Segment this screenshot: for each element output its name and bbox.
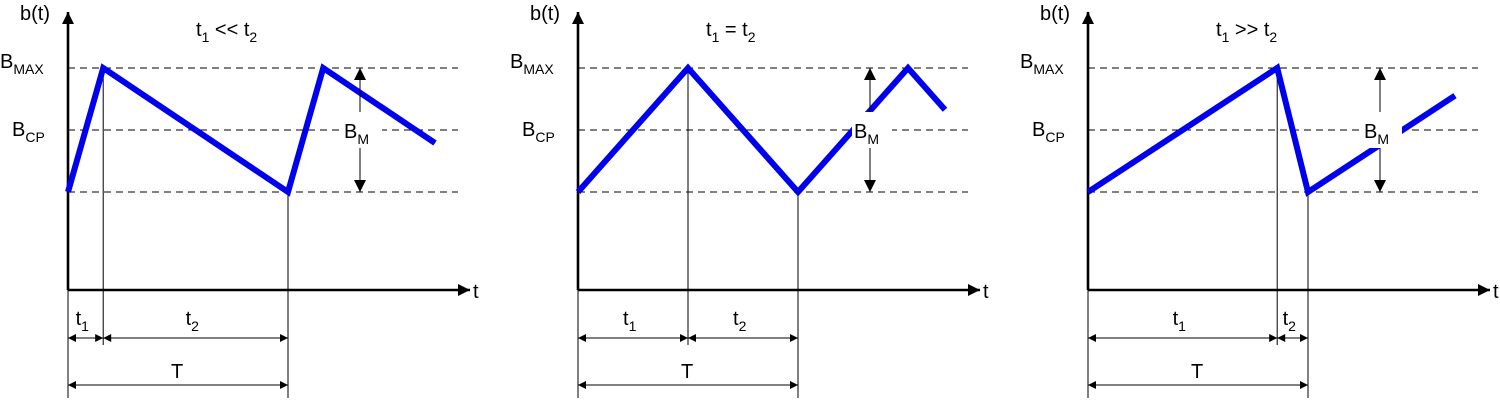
t1-label: t1	[1173, 308, 1187, 334]
period-label: T	[681, 361, 693, 383]
t1-label: t1	[76, 308, 90, 334]
t2-label-main: t	[733, 308, 739, 330]
period-label: T	[171, 361, 183, 383]
panel-title-part: 1	[712, 29, 720, 45]
panel-title-part: 1	[1222, 29, 1230, 45]
t1-label-sub: 1	[1178, 318, 1186, 334]
bm-label-background	[852, 112, 892, 148]
bcp-label-main: B	[522, 119, 535, 141]
bcp-label: BCP	[12, 119, 45, 145]
bmax-label-sub: MAX	[523, 61, 554, 77]
y-axis-label: b(t)	[20, 3, 50, 25]
panel-title-part: 1	[202, 29, 210, 45]
t-axis-label: t	[1493, 281, 1499, 303]
t2-label-main: t	[186, 308, 192, 330]
t2-label: t2	[1283, 308, 1297, 334]
bm-label-sub: M	[867, 131, 879, 147]
t1-label-main: t	[76, 308, 82, 330]
bm-label-background	[1362, 112, 1402, 148]
t-axis-label: t	[983, 281, 989, 303]
t-axis-label: t	[473, 281, 479, 303]
bmax-label: BMAX	[0, 51, 44, 77]
panel-title-part: 2	[249, 29, 257, 45]
t2-label: t2	[186, 308, 200, 334]
t2-label: t2	[733, 308, 747, 334]
bm-label-main: B	[344, 121, 357, 143]
y-axis-label: b(t)	[530, 3, 560, 25]
panel-title-part: t	[1216, 19, 1222, 41]
t2-label-sub: 2	[739, 318, 747, 334]
t2-label-sub: 2	[1288, 318, 1296, 334]
t1-label: t1	[623, 308, 637, 334]
bm-label-main: B	[1364, 121, 1377, 143]
bmax-label: BMAX	[510, 51, 554, 77]
bm-label-main: B	[854, 121, 867, 143]
bcp-label: BCP	[522, 119, 555, 145]
t1-label-sub: 1	[629, 318, 637, 334]
bm-label: BM	[344, 121, 369, 147]
panel-title-part: 2	[1269, 29, 1277, 45]
bmax-label-sub: MAX	[1033, 61, 1064, 77]
bcp-label: BCP	[1032, 119, 1065, 145]
t1-label-main: t	[623, 308, 629, 330]
bcp-label-main: B	[12, 119, 25, 141]
bcp-label-sub: CP	[1045, 129, 1064, 145]
panel-title: t1 >> t2	[1216, 19, 1277, 45]
bm-label: BM	[854, 121, 879, 147]
t1-label-main: t	[1173, 308, 1179, 330]
panel-title-part: t	[196, 19, 202, 41]
t2-label-main: t	[1283, 308, 1289, 330]
panel-title-part: 2	[748, 29, 756, 45]
bm-label-sub: M	[1377, 131, 1389, 147]
panel-title: t1 = t2	[706, 19, 756, 45]
t1-label-sub: 1	[81, 318, 89, 334]
flux-waveform	[575, 63, 948, 197]
bmax-label-main: B	[510, 51, 523, 73]
bmax-label-main: B	[1020, 51, 1033, 73]
bmax-label: BMAX	[1020, 51, 1064, 77]
bm-label: BM	[1364, 121, 1389, 147]
panel-title-part: = t	[719, 19, 748, 41]
panel-title: t1 << t2	[196, 19, 257, 45]
bcp-label-sub: CP	[535, 129, 554, 145]
bmax-label-main: B	[0, 51, 13, 73]
bcp-label-sub: CP	[25, 129, 44, 145]
y-axis-label: b(t)	[1040, 3, 1070, 25]
bm-label-sub: M	[357, 131, 369, 147]
bmax-label-sub: MAX	[13, 61, 44, 77]
t2-label-sub: 2	[191, 318, 199, 334]
bcp-label-main: B	[1032, 119, 1045, 141]
bm-label-background	[342, 112, 382, 148]
panel-title-part: << t	[209, 19, 249, 41]
panel-title-part: >> t	[1229, 19, 1269, 41]
period-label: T	[1191, 361, 1203, 383]
panel-title-part: t	[706, 19, 712, 41]
